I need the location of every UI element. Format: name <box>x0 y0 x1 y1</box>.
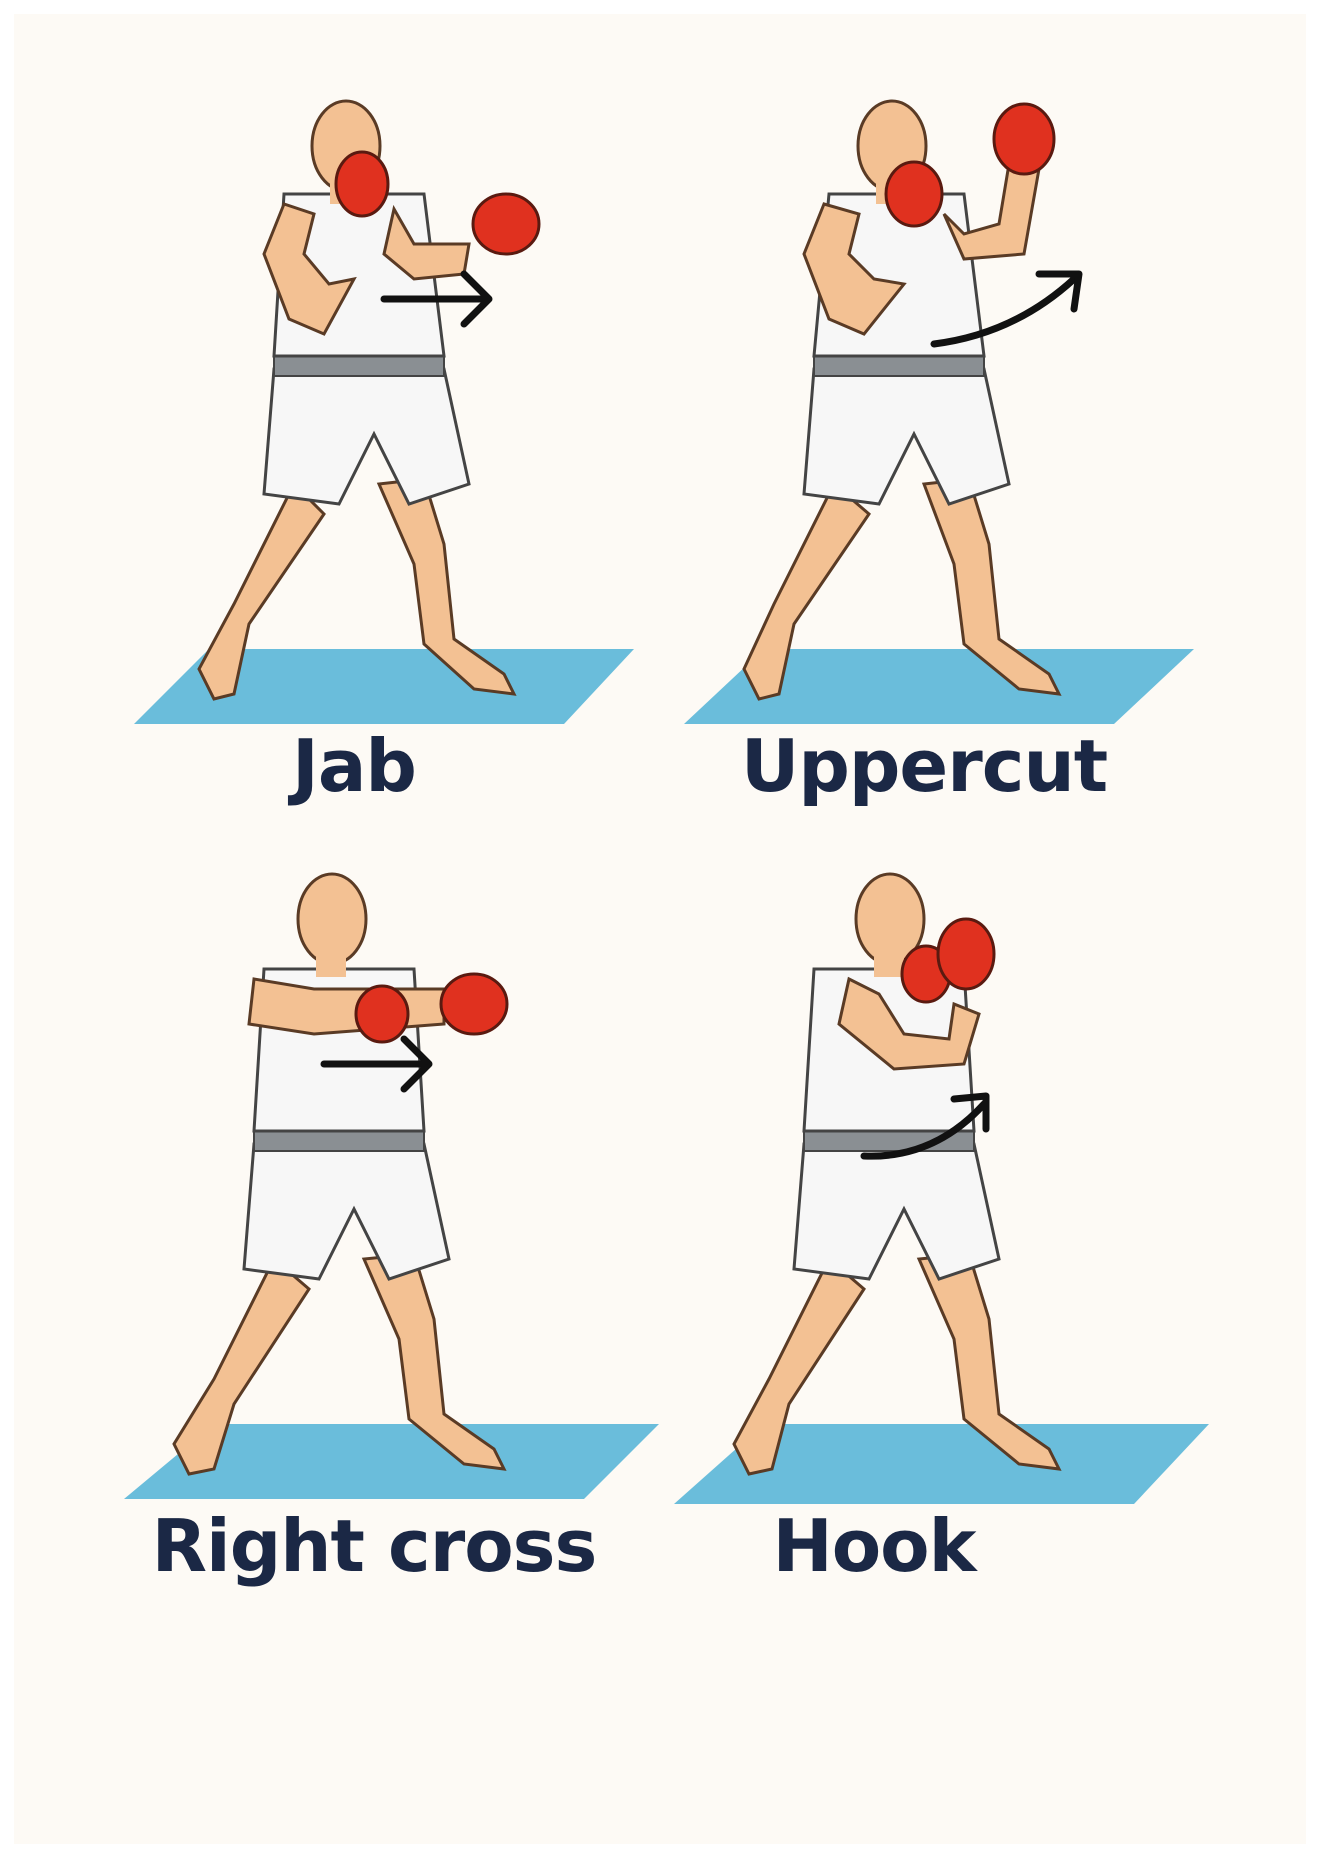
technique-label-right-cross: Right cross <box>151 1504 598 1588</box>
panel-hook: Hook <box>664 864 1224 1588</box>
arrow-curved-up-icon <box>930 270 1083 348</box>
back-leg <box>172 1256 311 1476</box>
front-leg <box>376 477 517 696</box>
lead-glove <box>439 972 509 1036</box>
technique-label-jab: Jab <box>292 724 417 808</box>
uppercut-illustration <box>684 99 1194 724</box>
lead-glove <box>471 192 541 256</box>
right-cross-illustration <box>124 872 659 1499</box>
lead-glove <box>992 102 1056 176</box>
shorts <box>792 1142 1001 1281</box>
technique-label-uppercut: Uppercut <box>740 724 1108 808</box>
rear-arm <box>802 202 907 336</box>
panel-uppercut: Uppercut <box>664 84 1224 808</box>
back-leg <box>197 481 326 701</box>
hook-illustration <box>674 872 1209 1504</box>
back-leg <box>742 481 871 701</box>
panel-right-cross: Right cross <box>114 864 674 1588</box>
mat <box>124 1424 659 1499</box>
shorts <box>262 367 471 506</box>
rear-arm <box>262 202 357 336</box>
front-leg <box>916 1252 1062 1471</box>
rear-glove <box>334 150 390 218</box>
arrow-straight-right-icon <box>380 270 493 328</box>
hook-arm <box>837 976 981 1071</box>
mat <box>684 649 1194 724</box>
head <box>296 872 368 966</box>
panel-jab: Jab <box>124 84 644 808</box>
arrow-curved-up-icon <box>860 1092 990 1160</box>
lead-glove <box>936 917 996 991</box>
arrow-straight-right-icon <box>320 1035 433 1093</box>
illustration-sheet: Jab Uppercut <box>14 14 1306 1844</box>
mat <box>134 649 634 724</box>
front-leg <box>921 477 1062 696</box>
neck <box>874 952 904 977</box>
back-leg <box>732 1256 866 1476</box>
rear-glove <box>884 160 944 228</box>
jab-illustration <box>134 99 634 724</box>
technique-label-hook: Hook <box>772 1504 976 1588</box>
shorts <box>242 1142 451 1281</box>
rear-glove <box>354 984 410 1044</box>
shorts <box>802 367 1011 506</box>
mat <box>674 1424 1209 1504</box>
neck <box>316 952 346 977</box>
front-leg <box>361 1252 507 1471</box>
